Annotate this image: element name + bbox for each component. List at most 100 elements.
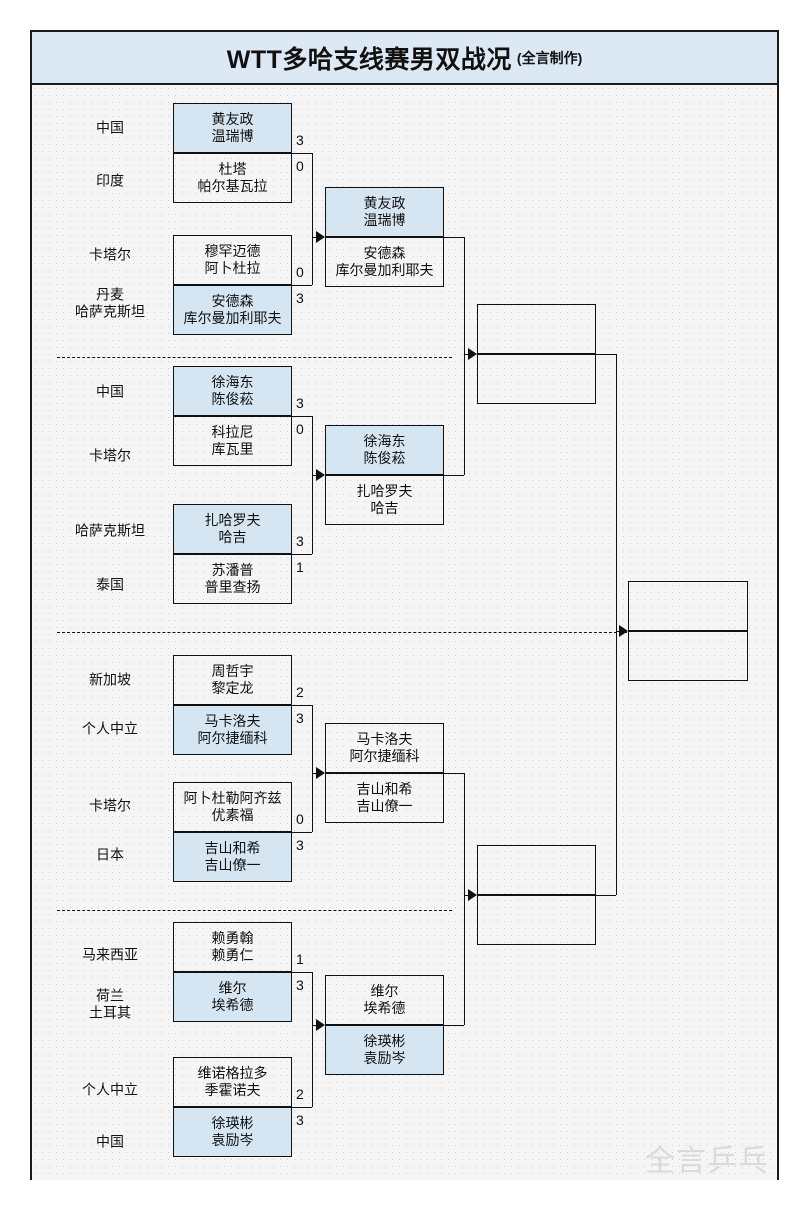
country-label: 马来西亚 <box>82 946 138 963</box>
connector-line <box>444 475 464 477</box>
country-label: 中国 <box>96 119 124 136</box>
player-name: 季霍诺夫 <box>204 1082 261 1098</box>
match-team-box[interactable]: 周哲宇黎定龙 <box>173 655 292 705</box>
watermark: 全言乒乓 <box>645 1145 769 1178</box>
match-team-box[interactable]: 扎哈罗夫哈吉 <box>325 475 444 525</box>
match-team-box[interactable]: 黄友政温瑞博 <box>325 187 444 237</box>
match-team-box[interactable]: 马卡洛夫阿尔捷缅科 <box>173 705 292 755</box>
player-name: 库尔曼加利耶夫 <box>183 310 282 326</box>
match-team-box[interactable]: 维尔埃希德 <box>173 972 292 1022</box>
country-label: 荷兰 <box>96 987 124 1004</box>
country-label: 土耳其 <box>89 1004 131 1021</box>
country-label: 印度 <box>96 172 124 189</box>
player-name: 吉山和希 <box>356 781 413 797</box>
match-team-box[interactable]: 吉山和希吉山僚一 <box>325 773 444 823</box>
connector-line <box>312 416 314 554</box>
player-name: 杜塔 <box>218 161 247 177</box>
player-name: 普里查扬 <box>204 579 261 595</box>
player-name: 吉山僚一 <box>356 798 413 814</box>
player-name: 帕尔基瓦拉 <box>197 178 268 194</box>
match-team-box[interactable]: 杜塔帕尔基瓦拉 <box>173 153 292 203</box>
country-label: 卡塔尔 <box>89 246 131 263</box>
match-score: 2 <box>296 1086 304 1102</box>
match-team-box[interactable]: 徐海东陈俊菘 <box>325 425 444 475</box>
match-team-box[interactable]: 扎哈罗夫哈吉 <box>173 504 292 554</box>
country-label: 哈萨克斯坦 <box>75 303 145 320</box>
connector-arrow <box>316 231 325 243</box>
match-team-box[interactable]: 吉山和希吉山僚一 <box>173 832 292 882</box>
country-label: 个人中立 <box>82 1081 138 1098</box>
connector-arrow <box>468 889 477 901</box>
connector-line <box>312 773 316 775</box>
match-team-box[interactable] <box>477 845 596 895</box>
match-team-box[interactable]: 科拉尼库瓦里 <box>173 416 292 466</box>
connector-line <box>312 475 316 477</box>
player-name: 袁励岑 <box>363 1050 406 1066</box>
match-team-box[interactable]: 阿卜杜勒阿齐兹优素福 <box>173 782 292 832</box>
match-team-box[interactable]: 黄友政温瑞博 <box>173 103 292 153</box>
match-team-box[interactable] <box>477 304 596 354</box>
connector-line <box>596 895 616 897</box>
match-team-box[interactable] <box>477 354 596 404</box>
separator-half <box>57 632 627 633</box>
match-score: 3 <box>296 395 304 411</box>
match-team-box[interactable]: 徐瑛彬袁励岑 <box>325 1025 444 1075</box>
connector-line <box>292 1107 312 1109</box>
connector-line <box>464 237 466 475</box>
match-team-box[interactable] <box>628 631 748 681</box>
connector-line <box>312 153 314 285</box>
player-name: 阿尔捷缅科 <box>197 730 268 746</box>
match-score: 1 <box>296 951 304 967</box>
player-name: 徐海东 <box>211 374 254 390</box>
player-name: 袁励岑 <box>211 1132 254 1148</box>
player-name: 阿卜杜拉 <box>204 260 261 276</box>
match-score: 0 <box>296 811 304 827</box>
player-name: 维诺格拉多 <box>197 1065 268 1081</box>
country-label: 中国 <box>96 1133 124 1150</box>
connector-line <box>292 285 312 287</box>
player-name: 哈吉 <box>370 500 399 516</box>
match-team-box[interactable]: 穆罕迈德阿卜杜拉 <box>173 235 292 285</box>
page-title: WTT多哈支线赛男双战况 <box>226 45 512 74</box>
match-team-box[interactable]: 维尔埃希德 <box>325 975 444 1025</box>
player-name: 苏潘普 <box>211 562 254 578</box>
match-team-box[interactable]: 苏潘普普里查扬 <box>173 554 292 604</box>
country-label: 中国 <box>96 383 124 400</box>
player-name: 扎哈罗夫 <box>204 512 261 528</box>
match-team-box[interactable]: 徐海东陈俊菘 <box>173 366 292 416</box>
connector-arrow <box>468 348 477 360</box>
country-label: 泰国 <box>96 576 124 593</box>
connector-line <box>616 354 618 895</box>
country-label: 新加坡 <box>89 671 131 688</box>
player-name: 优素福 <box>211 807 254 823</box>
player-name: 维尔 <box>218 980 247 996</box>
player-name: 马卡洛夫 <box>356 731 413 747</box>
connector-line <box>292 554 312 556</box>
match-score: 3 <box>296 1112 304 1128</box>
player-name: 温瑞博 <box>211 128 254 144</box>
bracket-frame: WTT多哈支线赛男双战况 (全言制作) 中国印度卡塔尔丹麦哈萨克斯坦中国卡塔尔哈… <box>30 30 779 1180</box>
player-name: 扎哈罗夫 <box>356 483 413 499</box>
country-label: 日本 <box>96 846 124 863</box>
player-name: 库尔曼加利耶夫 <box>335 262 434 278</box>
match-score: 3 <box>296 533 304 549</box>
connector-line <box>616 631 619 633</box>
country-label: 卡塔尔 <box>89 447 131 464</box>
connector-arrow <box>316 1019 325 1031</box>
player-name: 徐海东 <box>363 433 406 449</box>
match-team-box[interactable]: 徐瑛彬袁励岑 <box>173 1107 292 1157</box>
connector-line <box>444 237 464 239</box>
match-team-box[interactable] <box>477 895 596 945</box>
country-label: 个人中立 <box>82 720 138 737</box>
match-team-box[interactable] <box>628 581 748 631</box>
match-team-box[interactable]: 维诺格拉多季霍诺夫 <box>173 1057 292 1107</box>
match-team-box[interactable]: 安德森库尔曼加利耶夫 <box>173 285 292 335</box>
connector-arrow <box>619 625 628 637</box>
match-team-box[interactable]: 赖勇翰赖勇仁 <box>173 922 292 972</box>
match-team-box[interactable]: 马卡洛夫阿尔捷缅科 <box>325 723 444 773</box>
connector-line <box>464 895 468 897</box>
player-name: 马卡洛夫 <box>204 713 261 729</box>
match-score: 1 <box>296 559 304 575</box>
match-team-box[interactable]: 安德森库尔曼加利耶夫 <box>325 237 444 287</box>
